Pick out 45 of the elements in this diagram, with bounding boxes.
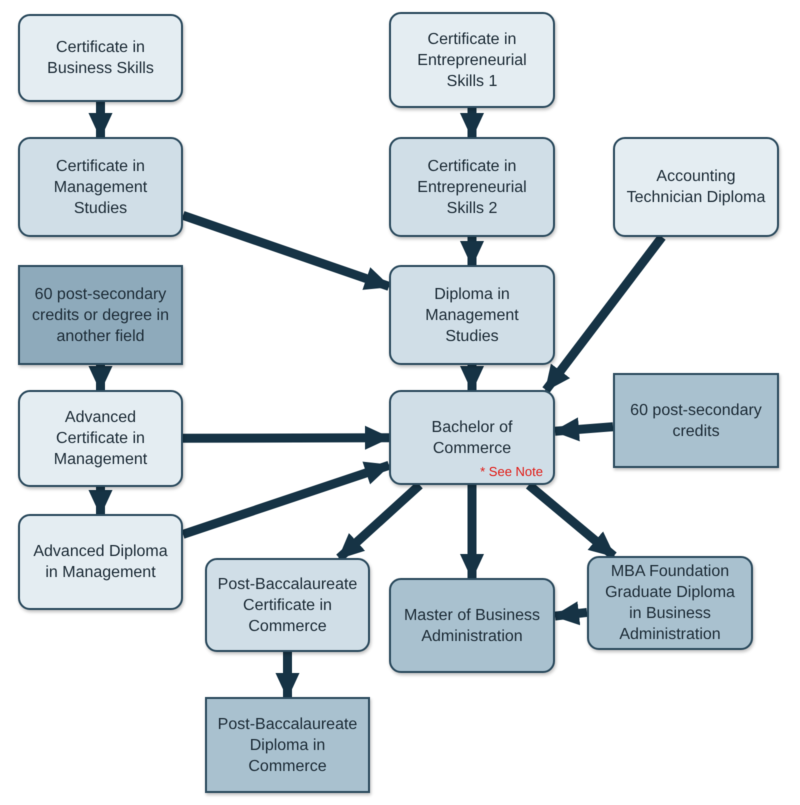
program-box — [613, 373, 779, 468]
arrow — [88, 487, 112, 516]
program-name: Advanced Certificate in Management — [52, 408, 148, 470]
program-box — [205, 697, 370, 793]
program-name: Post-Baccalaureate Certificate in Commerce — [216, 574, 358, 636]
program-box — [18, 265, 183, 365]
program-box — [389, 578, 555, 673]
program-box — [587, 556, 753, 650]
program-box — [389, 137, 555, 237]
program-name: Post-Baccalaureate Diploma in Commerce — [216, 714, 358, 776]
program-box — [18, 14, 183, 102]
program-box — [389, 390, 555, 485]
program-name: Certificate in Entrepreneurial Skills 1 — [416, 30, 528, 92]
arrow — [182, 426, 391, 450]
program-name: Certificate in Management Studies — [52, 156, 148, 218]
program-name: Accounting Technician Diploma — [626, 167, 766, 208]
arrow — [88, 365, 112, 392]
arrow — [460, 365, 484, 392]
arrow — [460, 237, 484, 267]
program-box — [18, 137, 183, 237]
program-name: 60 post-secondary credits — [629, 400, 763, 442]
program-name: Certificate in Business Skills — [46, 38, 155, 79]
program-box — [205, 558, 370, 652]
program-name: Bachelor of Commerce — [430, 418, 514, 458]
arrow — [88, 102, 112, 139]
arrow — [460, 485, 484, 580]
arrow — [553, 601, 588, 626]
arrow — [182, 461, 391, 539]
arrow — [276, 652, 300, 699]
program-box — [18, 514, 183, 610]
program-name: MBA Foundation Graduate Diploma in Business Administration — [604, 562, 736, 645]
program-box — [18, 390, 183, 487]
arrow — [542, 234, 666, 393]
program-name: 60 post-secondary credits or degree in another field — [31, 284, 170, 346]
arrow — [460, 108, 484, 139]
program-name: Diploma in Management Studies — [424, 284, 520, 346]
program-name: Advanced Diploma in Management — [32, 542, 169, 583]
program-box — [613, 137, 779, 237]
program-name: Master of Business Administration — [402, 606, 542, 646]
program-box — [389, 12, 555, 108]
arrow — [553, 417, 614, 442]
program-box — [389, 265, 555, 365]
arrow — [182, 211, 391, 291]
note-reference: * See Note — [480, 464, 543, 479]
program-name: Certificate in Entrepreneurial Skills 2 — [416, 156, 528, 218]
